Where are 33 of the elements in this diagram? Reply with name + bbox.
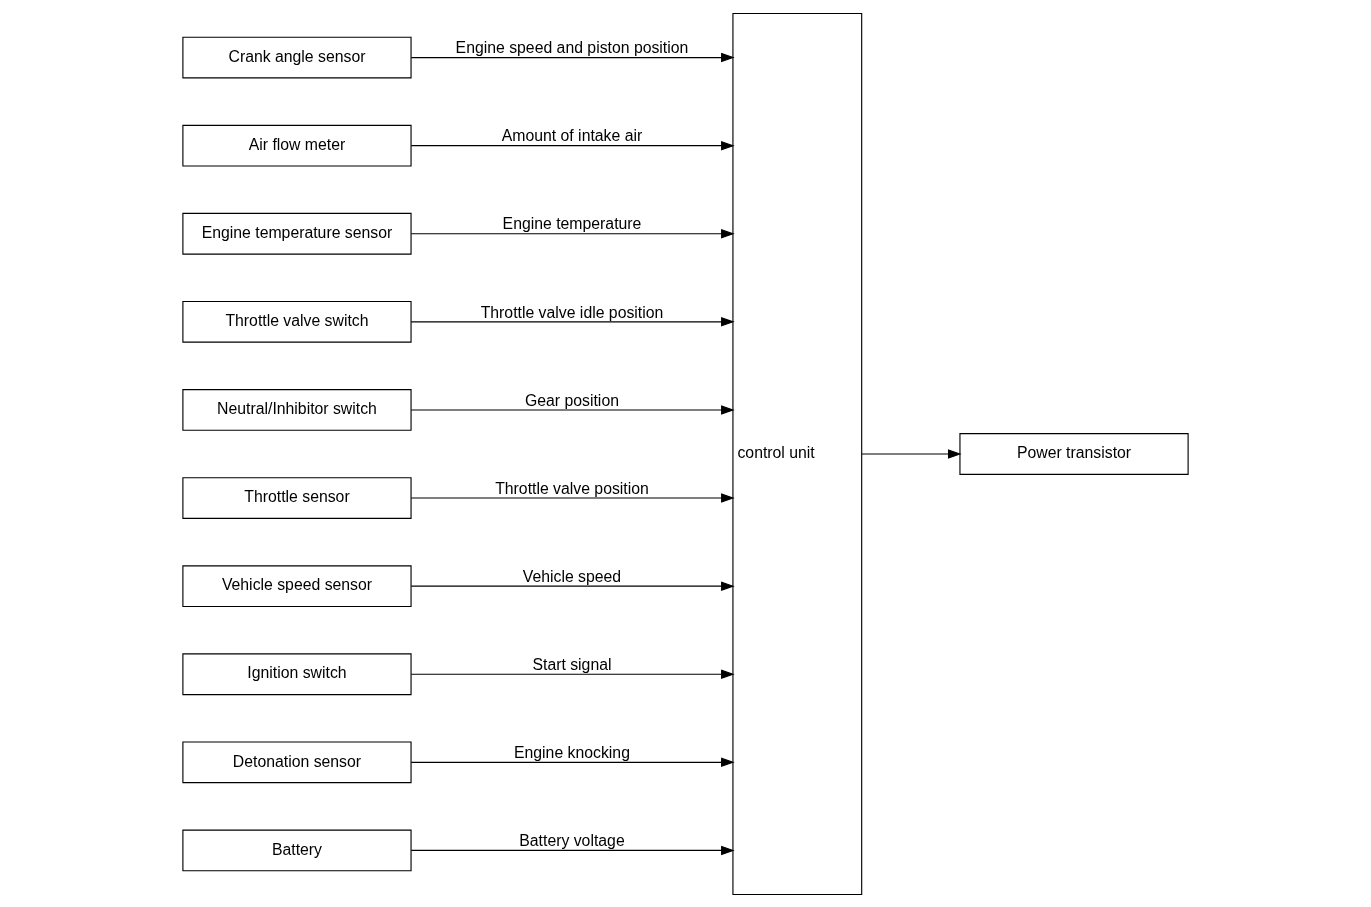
arrow	[410, 316, 735, 327]
node-box: Detonation sensor	[182, 740, 412, 783]
arrow	[410, 228, 735, 238]
edge-label: Start signal	[532, 655, 612, 673]
arrow	[410, 404, 735, 415]
edge-label: Vehicle speed	[522, 567, 622, 585]
edge-label: Amount of intake air	[501, 126, 643, 144]
node-box: Engine temperature sensor	[182, 212, 412, 255]
edge-label: Throttle valve idle position	[480, 303, 664, 321]
node-box: Throttle sensor	[182, 476, 412, 519]
node-box: Throttle valve switch	[182, 300, 412, 343]
arrow	[861, 448, 962, 459]
arrow	[410, 492, 735, 503]
node-box: control unit	[732, 12, 863, 895]
arrow	[410, 52, 735, 62]
node-box: Air flow meter	[182, 124, 412, 167]
edge-label: Engine temperature	[502, 214, 642, 232]
arrow	[410, 669, 735, 679]
arrow	[410, 580, 735, 591]
arrow	[410, 140, 735, 150]
node-box: Ignition switch	[182, 652, 412, 695]
node-box: Neutral/Inhibitor switch	[182, 388, 412, 431]
edge-label: Gear position	[525, 391, 619, 409]
node-box: Power transistor	[959, 432, 1189, 475]
edge-label: Engine speed and piston position	[455, 38, 689, 56]
arrow	[410, 757, 735, 767]
node-box: Battery	[182, 829, 412, 871]
edge-label: Battery voltage	[519, 831, 625, 849]
node-box: Vehicle speed sensor	[182, 564, 412, 607]
edge-label: Throttle valve position	[495, 479, 649, 497]
edge-label: Engine knocking	[514, 743, 630, 761]
node-box: Crank angle sensor	[182, 36, 412, 78]
arrow	[410, 845, 735, 855]
